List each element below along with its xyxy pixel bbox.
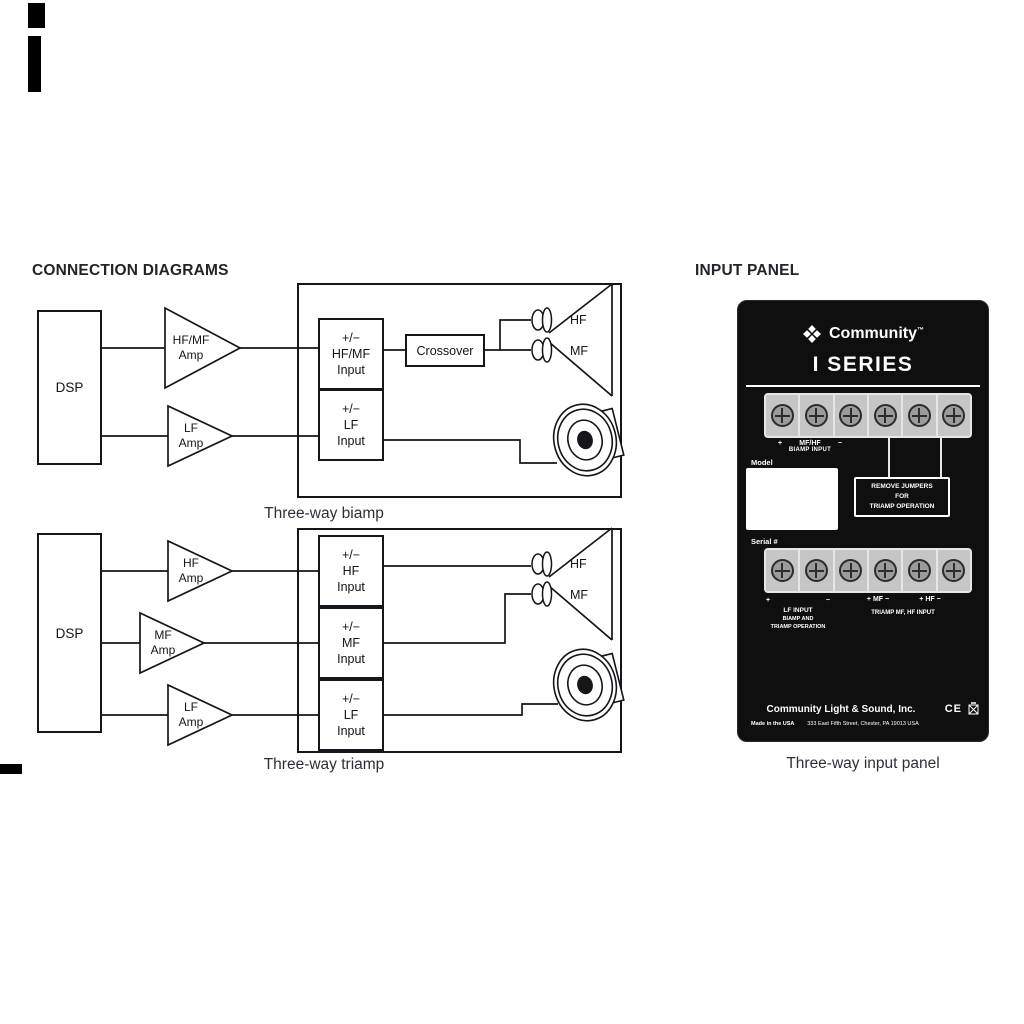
made-in-label: Made in the USA xyxy=(751,721,795,727)
scan-artifact xyxy=(28,3,45,28)
community-logo: Community™ xyxy=(738,324,988,344)
triamp-terminal-strip xyxy=(764,548,972,593)
polarity-label: +/− xyxy=(341,401,361,416)
minus-sign: − xyxy=(837,440,842,447)
triamp-hf-amp-label: HF Amp xyxy=(178,556,204,585)
triamp-mf-amp-label: MF Amp xyxy=(150,628,176,657)
terminal xyxy=(800,550,835,591)
input-name: LF xyxy=(343,707,359,722)
triamp-dsp-label: DSP xyxy=(55,625,84,641)
biamp-hfmf-input-box: +/− HF/MF Input xyxy=(318,318,384,390)
triamp-dsp-box: DSP xyxy=(37,533,102,733)
trademark-symbol: ™ xyxy=(917,327,924,334)
plus-sign: + xyxy=(778,440,783,447)
jumper-line xyxy=(940,438,942,477)
company-name: Community Light & Sound, Inc. xyxy=(766,704,916,715)
terminal xyxy=(903,550,938,591)
terminal-screw-icon xyxy=(907,404,931,427)
terminal-screw-icon xyxy=(942,559,966,582)
biamp-hfmf-amp-label: HF/MF Amp xyxy=(172,333,210,362)
model-field xyxy=(746,468,838,530)
serial-label: Serial # xyxy=(751,537,778,546)
triamp-hf-label: HF xyxy=(570,557,587,571)
address-label: 333 East Fifth Street, Chester, PA 19013… xyxy=(807,721,919,727)
input-name: LF xyxy=(343,417,359,432)
input-word: Input xyxy=(337,724,365,739)
input-name: HF xyxy=(342,563,360,578)
terminal xyxy=(937,395,970,436)
triamp-lf-input-box: +/− LF Input xyxy=(318,679,384,751)
terminal-screw-icon xyxy=(804,559,828,582)
terminal-screw-icon xyxy=(873,559,897,582)
scan-artifact xyxy=(0,764,22,774)
connection-diagrams-heading: CONNECTION DIAGRAMS xyxy=(32,262,229,279)
crossover-box: Crossover xyxy=(405,334,485,367)
hf-terminal-label: + HF − xyxy=(919,596,941,603)
biamp-dsp-label: DSP xyxy=(55,380,84,395)
polarity-label: +/− xyxy=(341,691,361,706)
polarity-label: +/− xyxy=(341,547,361,562)
terminal-screw-icon xyxy=(942,404,966,427)
polarity-label: +/− xyxy=(341,330,361,345)
triamp-hf-input-box: +/− HF Input xyxy=(318,535,384,607)
crossover-label: Crossover xyxy=(416,343,474,358)
biamp-input-label: + MF/HF − BIAMP INPUT xyxy=(768,440,852,453)
mfhf-label: MF/HF xyxy=(799,440,821,447)
triamp-input-sublabel: TRIAMP MF, HF INPUT xyxy=(871,610,935,616)
terminal-screw-icon xyxy=(907,559,931,582)
terminal xyxy=(903,395,938,436)
input-word: Input xyxy=(337,580,365,595)
community-diamond-icon xyxy=(803,325,821,343)
plus-sign: + xyxy=(766,597,771,604)
series-name: I SERIES xyxy=(812,353,914,376)
mf-terminal-label: + MF − xyxy=(866,596,890,603)
biamp-hf-label: HF xyxy=(570,313,587,327)
biamp-mf-label: MF xyxy=(570,344,589,358)
triamp-mf-input-box: +/− MF Input xyxy=(318,607,384,679)
scan-artifact xyxy=(28,36,41,92)
jumper-line xyxy=(888,438,890,477)
terminal xyxy=(834,395,869,436)
biamp-dsp-box: DSP xyxy=(37,310,102,465)
weee-icon xyxy=(968,702,979,720)
model-label: Model xyxy=(751,458,773,467)
biamp-lf-amp-label: LF Amp xyxy=(178,421,204,450)
biamp-terminal-strip xyxy=(764,393,972,438)
triamp-lf-amp-label: LF Amp xyxy=(178,700,204,729)
terminal xyxy=(868,395,904,436)
biamp-input-sublabel: BIAMP INPUT xyxy=(788,447,832,453)
terminal xyxy=(766,550,801,591)
terminal-screw-icon xyxy=(770,404,794,427)
brand-name: Community™ xyxy=(829,325,924,342)
terminal xyxy=(937,550,970,591)
ce-mark: CE xyxy=(944,703,962,715)
input-name: MF xyxy=(341,635,361,650)
terminal xyxy=(868,550,904,591)
triamp-mf-label: MF xyxy=(570,588,589,602)
input-word: Input xyxy=(337,652,365,667)
terminal-screw-icon xyxy=(839,559,863,582)
remove-jumpers-note: REMOVE JUMPERS FOR TRIAMP OPERATION xyxy=(854,477,950,517)
input-word: Input xyxy=(337,434,365,449)
biamp-lf-input-box: +/− LF Input xyxy=(318,389,384,461)
input-name: HF/MF xyxy=(331,346,371,361)
terminal-screw-icon xyxy=(839,404,863,427)
minus-sign: − xyxy=(825,597,830,604)
terminal xyxy=(766,395,801,436)
input-panel-caption: Three-way input panel xyxy=(786,755,940,772)
biamp-caption: Three-way biamp xyxy=(264,505,384,522)
input-word: Input xyxy=(337,363,365,378)
terminal-screw-icon xyxy=(873,404,897,427)
terminal-screw-icon xyxy=(804,404,828,427)
lf-input-label: + − LF INPUT BIAMP AND TRIAMP OPERATION xyxy=(766,597,830,630)
triamp-caption: Three-way triamp xyxy=(263,756,385,773)
terminal xyxy=(834,550,869,591)
divider xyxy=(746,385,980,387)
input-panel-heading: INPUT PANEL xyxy=(695,262,800,279)
terminal xyxy=(800,395,835,436)
input-panel: Community™ I SERIES + MF/HF − BIAMP INPU… xyxy=(737,300,989,742)
terminal-screw-icon xyxy=(770,559,794,582)
polarity-label: +/− xyxy=(341,619,361,634)
